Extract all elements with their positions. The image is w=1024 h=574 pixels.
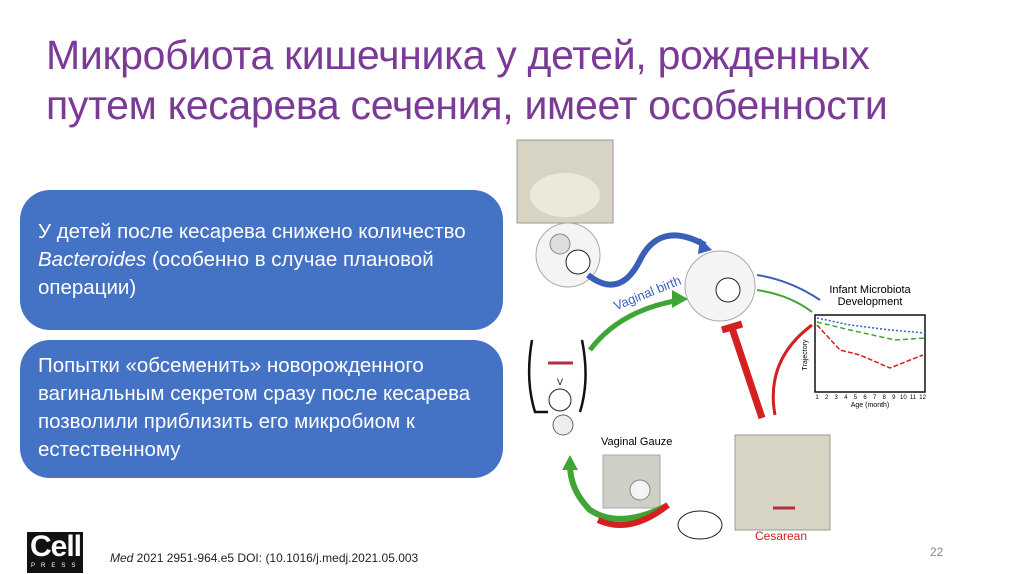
chart-xtick: 10 — [900, 395, 907, 401]
microbe-icon — [549, 233, 571, 255]
box2-text: Попытки «обсеменить» новорожденного ваги… — [38, 354, 471, 461]
title-line-1: Микробиота кишечника у детей, рожденных — [46, 32, 870, 78]
cesarean-label: Cesarean — [755, 529, 807, 543]
arrowhead — [672, 290, 688, 308]
inhibit-bar — [728, 326, 766, 420]
series-cesarean — [816, 324, 924, 369]
vaginal-gauze-label: Vaginal Gauze — [601, 436, 672, 448]
chart-xtick: 11 — [910, 395, 917, 401]
trajectory-chart — [814, 314, 926, 393]
chart-xtick: 3 — [835, 395, 839, 401]
info-box-seeding: Попытки «обсеменить» новорожденного ваги… — [20, 340, 503, 478]
baby-icon — [548, 388, 572, 412]
box1-italic: Bacteroides — [38, 248, 147, 271]
chart-xtick: 6 — [863, 395, 867, 401]
chart-ylabel: Trajectory — [802, 339, 809, 370]
chart-xtick: 1 — [815, 395, 819, 401]
title-line-2: путем кесарева сечения, имеет особенност… — [46, 82, 888, 128]
box1-text: У детей после кесарева снижено количеств… — [38, 220, 466, 243]
vaginal-birth-arrow — [586, 232, 707, 288]
chart-xlabel: Age (month) — [851, 402, 890, 409]
baby-icon — [715, 277, 741, 303]
baby-icon — [565, 249, 591, 275]
citation-text: 2021 2951-964.e5 DOI: (10.1016/j.medj.20… — [133, 551, 419, 565]
mother-outline — [527, 339, 587, 414]
chart-xtick: 9 — [892, 395, 896, 401]
chart-xtick: 7 — [873, 395, 877, 401]
arrowhead — [698, 238, 712, 254]
chart-title-1: Infant Microbiota — [829, 284, 911, 296]
chart-xtick: 2 — [825, 395, 829, 401]
arrow-blue — [756, 274, 821, 301]
cesarean-to-gauze-arrow — [596, 502, 670, 528]
chart-xtick: 5 — [854, 395, 858, 401]
baby-lying-icon — [677, 510, 723, 540]
microbiota-figure: Vaginal birth Infant Microbiota Developm… — [516, 139, 927, 543]
chart-xtick: 4 — [844, 395, 848, 401]
microbe-icon — [629, 479, 651, 501]
arrowhead — [562, 455, 578, 470]
pregnant-photo-bottom — [734, 434, 831, 531]
citation: Med 2021 2951-964.e5 DOI: (10.1016/j.med… — [110, 551, 418, 565]
series-gauze — [816, 321, 926, 341]
cesarean-arrow — [771, 323, 813, 416]
chart-xtick: 12 — [919, 395, 926, 401]
info-box-bacteroides: У детей после кесарева снижено количеств… — [20, 190, 503, 330]
page-number: 22 — [930, 545, 944, 559]
box1-text-end: (особенно в случае плановой операции) — [38, 248, 434, 299]
slide-title: Микробиота кишечника у детей, рожденных … — [46, 30, 1006, 130]
belly — [530, 173, 600, 217]
v-label: V — [557, 377, 563, 387]
chart-xtick: 8 — [883, 395, 887, 401]
series-vaginal — [816, 317, 926, 334]
gauze-to-birth-arrow — [588, 297, 681, 352]
arrow-green — [756, 289, 813, 313]
gauze-photo — [602, 454, 661, 509]
gauze-arrow — [567, 464, 670, 522]
chart-title-2: Development — [838, 296, 903, 308]
inhibit-cap — [720, 320, 744, 334]
microbe-icon — [552, 414, 574, 436]
citation-journal: Med — [110, 551, 134, 565]
